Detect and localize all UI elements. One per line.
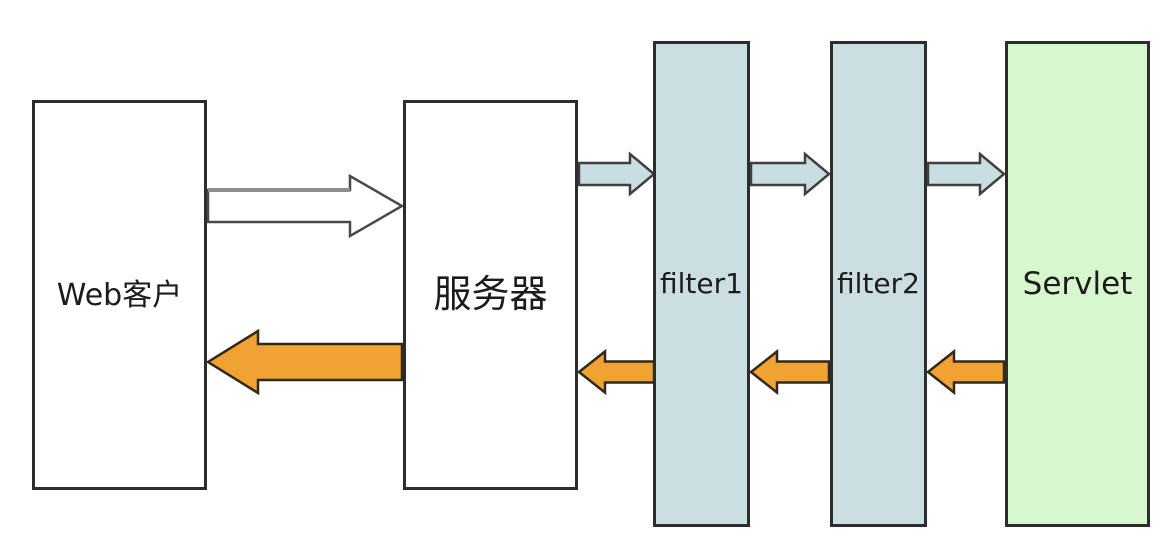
node-servlet-label: Servlet	[1022, 265, 1133, 302]
arrow-request-filter1-to-filter2	[749, 151, 831, 197]
arrow-response-filter2-to-filter1	[748, 348, 831, 396]
arrow-request-filter2-to-servlet	[926, 151, 1006, 197]
node-server-label: 服务器	[433, 272, 548, 317]
arrow-response-server-to-client	[205, 328, 404, 396]
node-web-client: Web客户	[32, 100, 207, 490]
node-web-client-label: Web客户	[56, 277, 183, 313]
arrow-response-servlet-to-filter2	[925, 348, 1006, 396]
arrow-request-client-to-server	[206, 173, 405, 239]
arrow-request-server-to-filter1	[577, 151, 656, 197]
node-filter2: filter2	[830, 41, 927, 527]
node-server: 服务器	[403, 100, 578, 490]
node-filter2-label: filter2	[837, 266, 920, 300]
node-servlet: Servlet	[1005, 41, 1150, 527]
node-filter1: filter1	[653, 41, 750, 527]
arrow-response-filter1-to-server	[576, 348, 656, 396]
node-filter1-label: filter1	[660, 266, 743, 300]
